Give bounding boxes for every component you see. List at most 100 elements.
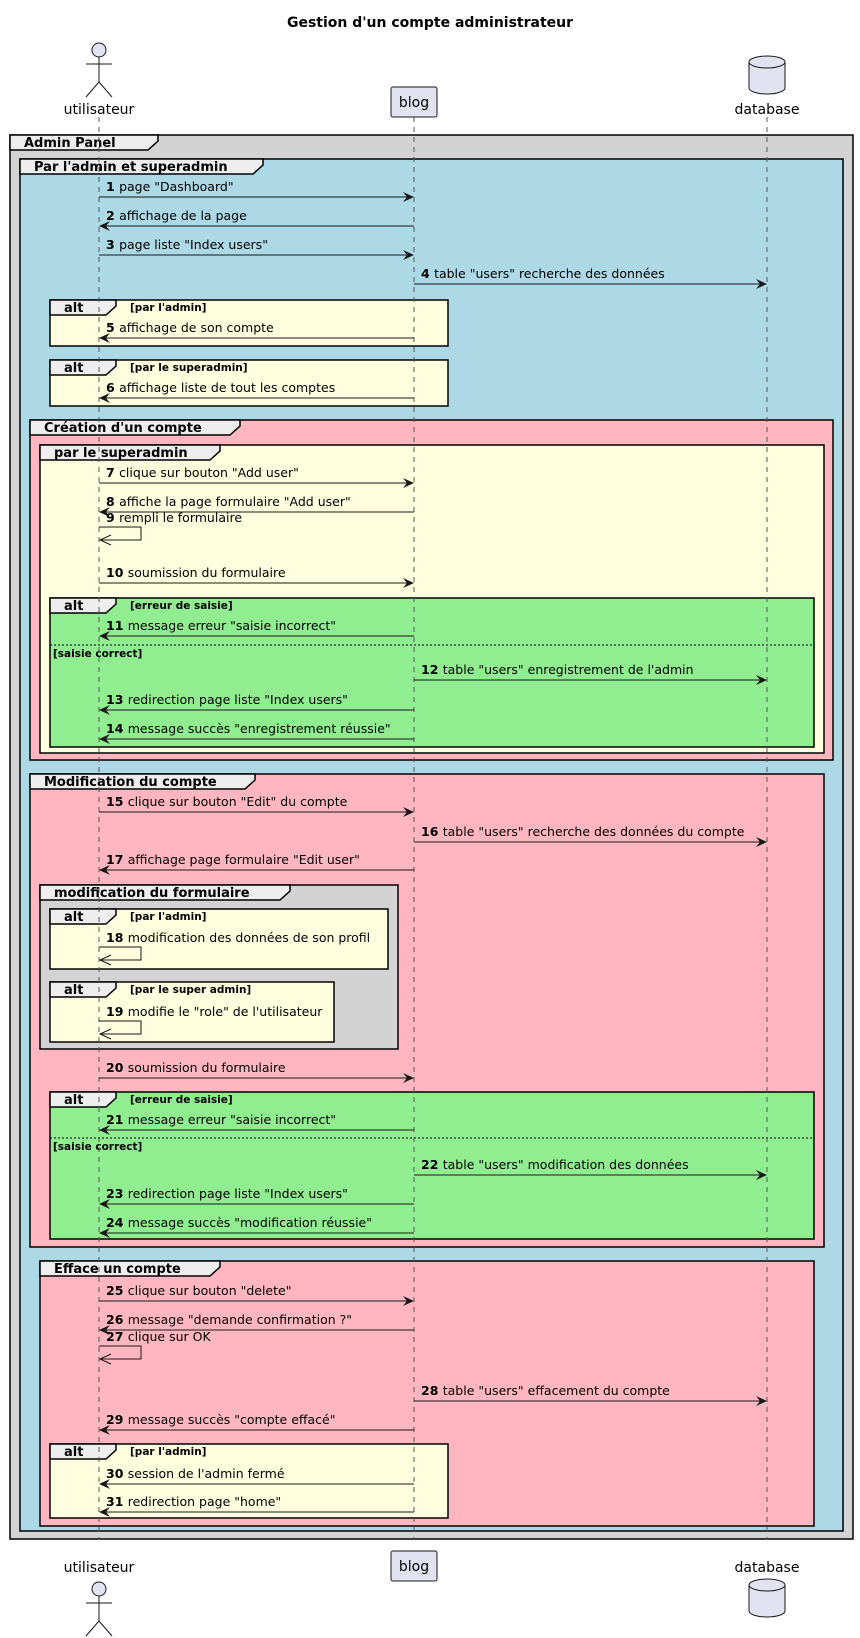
group-alt-modification: alt [erreur de saisie] [saisie correct] bbox=[49, 1091, 815, 1240]
message-label: 27 clique sur OK bbox=[106, 1329, 211, 1344]
database-icon bbox=[748, 1578, 786, 1618]
group-else-condition: [saisie correct] bbox=[53, 1141, 142, 1153]
message-number: 22 bbox=[421, 1157, 443, 1172]
message-label: 9 rempli le formulaire bbox=[106, 510, 242, 525]
self-arrow bbox=[99, 1020, 142, 1035]
participant-label: utilisateur bbox=[64, 102, 135, 118]
group-frame bbox=[49, 1443, 449, 1519]
message-6: 6 affichage liste de tout les comptes bbox=[99, 380, 414, 403]
message-text: message succès "compte effacé" bbox=[128, 1412, 336, 1427]
arrow-head bbox=[99, 1507, 110, 1517]
group-label: Admin Panel bbox=[24, 136, 116, 151]
group-condition: [erreur de saisie] bbox=[130, 600, 233, 612]
message-text: table "users" enregistrement de l'admin bbox=[443, 662, 694, 677]
message-16: 16 table "users" recherche des données d… bbox=[414, 824, 767, 847]
message-number: 2 bbox=[106, 208, 119, 223]
message-10: 10 soumission du formulaire bbox=[99, 565, 414, 588]
message-label: 6 affichage liste de tout les comptes bbox=[106, 380, 335, 395]
message-text: modifie le "role" de l'utilisateur bbox=[128, 1004, 323, 1019]
message-text: soumission du formulaire bbox=[128, 565, 286, 580]
arrow-head bbox=[99, 221, 110, 231]
message-label: 5 affichage de son compte bbox=[106, 320, 274, 335]
arrow-head bbox=[98, 1028, 112, 1040]
message-label: 26 message "demande confirmation ?" bbox=[106, 1312, 352, 1327]
message-7: 7 clique sur bouton "Add user" bbox=[99, 465, 414, 488]
group-label: modification du formulaire bbox=[54, 886, 250, 901]
message-text: table "users" effacement du compte bbox=[443, 1383, 670, 1398]
message-text: message erreur "saisie incorrect" bbox=[128, 618, 336, 633]
message-label: 14 message succès "enregistrement réussi… bbox=[106, 721, 391, 736]
arrow-head bbox=[403, 1073, 414, 1083]
database-icon bbox=[748, 55, 786, 95]
message-label: 8 affiche la page formulaire "Add user" bbox=[106, 494, 351, 509]
database-rim-icon bbox=[748, 61, 786, 69]
self-arrow bbox=[99, 526, 142, 541]
message-text: affichage de son compte bbox=[119, 320, 274, 335]
participant-blog-top: blog bbox=[390, 86, 438, 118]
arrow-head bbox=[99, 507, 110, 517]
group-else-condition: [saisie correct] bbox=[53, 648, 142, 660]
message-28: 28 table "users" effacement du compte bbox=[414, 1383, 767, 1406]
participant-label: utilisateur bbox=[64, 1560, 135, 1576]
message-text: clique sur bouton "Edit" du compte bbox=[128, 794, 348, 809]
arrow-head bbox=[756, 675, 767, 685]
message-label: 18 modification des données de son profi… bbox=[106, 930, 370, 945]
message-text: table "users" recherche des données du c… bbox=[443, 824, 745, 839]
message-number: 21 bbox=[106, 1112, 128, 1127]
message-text: redirection page liste "Index users" bbox=[128, 692, 348, 707]
message-number: 10 bbox=[106, 565, 128, 580]
arrow-head bbox=[98, 534, 112, 546]
message-number: 16 bbox=[421, 824, 443, 839]
arrow-head bbox=[756, 279, 767, 289]
arrow-head bbox=[403, 250, 414, 260]
message-label: 20 soumission du formulaire bbox=[106, 1060, 286, 1075]
message-text: redirection page "home" bbox=[128, 1494, 281, 1509]
message-number: 25 bbox=[106, 1283, 128, 1298]
message-number: 4 bbox=[421, 266, 434, 281]
participant-box bbox=[390, 86, 438, 118]
message-22: 22 table "users" modification des donnée… bbox=[414, 1157, 767, 1180]
group-label: alt bbox=[64, 599, 83, 614]
message-number: 14 bbox=[106, 721, 128, 736]
group-label: alt bbox=[64, 983, 83, 998]
message-2: 2 affichage de la page bbox=[99, 208, 414, 231]
message-1: 1 page "Dashboard" bbox=[99, 179, 414, 202]
message-number: 18 bbox=[106, 930, 128, 945]
actor-head-icon bbox=[91, 1581, 107, 1597]
group-label: Efface un compte bbox=[54, 1262, 181, 1277]
arrow-head bbox=[99, 631, 110, 641]
arrow-head bbox=[99, 1199, 110, 1209]
arrow-head bbox=[99, 734, 110, 744]
message-13: 13 redirection page liste "Index users" bbox=[99, 692, 414, 715]
group-alt-admin-2: alt[par l'admin] bbox=[49, 908, 389, 970]
message-text: affichage liste de tout les comptes bbox=[119, 380, 335, 395]
group-condition: [par le super admin] bbox=[130, 984, 251, 996]
group-label: Par l'admin et superadmin bbox=[34, 160, 228, 175]
message-text: clique sur bouton "Add user" bbox=[119, 465, 299, 480]
group-label: alt bbox=[64, 361, 83, 376]
message-label: 22 table "users" modification des donnée… bbox=[421, 1157, 689, 1172]
message-8: 8 affiche la page formulaire "Add user" bbox=[99, 494, 414, 517]
arrow-head bbox=[99, 865, 110, 875]
group-label: alt bbox=[64, 1093, 83, 1108]
message-4: 4 table "users" recherche des données bbox=[414, 266, 767, 289]
message-number: 31 bbox=[106, 1494, 128, 1509]
participants-layer: utilisateurutilisateurblogblogdatabaseda… bbox=[64, 42, 799, 1637]
message-text: clique sur bouton "delete" bbox=[128, 1283, 292, 1298]
arrow-head bbox=[98, 954, 112, 966]
group-label-tab bbox=[29, 419, 241, 436]
message-label: 7 clique sur bouton "Add user" bbox=[106, 465, 299, 480]
message-number: 30 bbox=[106, 1466, 128, 1481]
message-label: 2 affichage de la page bbox=[106, 208, 247, 223]
arrow-head bbox=[99, 1325, 110, 1335]
message-14: 14 message succès "enregistrement réussi… bbox=[99, 721, 414, 744]
group-condition: [erreur de saisie] bbox=[130, 1094, 233, 1106]
message-text: message succès "modification réussie" bbox=[128, 1215, 372, 1230]
arrow-head bbox=[756, 1396, 767, 1406]
message-number: 20 bbox=[106, 1060, 128, 1075]
group-condition: [par le superadmin] bbox=[130, 362, 248, 374]
group-label: par le superadmin bbox=[54, 446, 188, 461]
participant-database-top: database bbox=[735, 55, 799, 118]
arrow-head bbox=[99, 333, 110, 343]
